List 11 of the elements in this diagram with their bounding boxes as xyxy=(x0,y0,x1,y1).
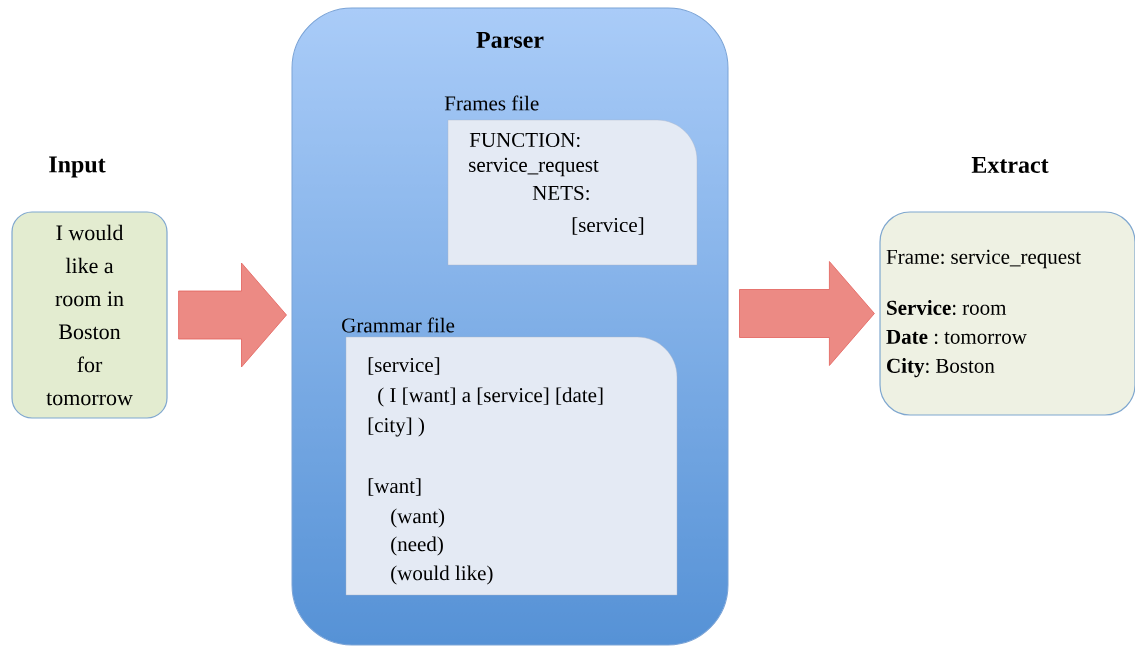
extract-box: Frame: service_request Service: room Date : tomorrow City: Boston xyxy=(879,211,1135,416)
input-box: I would like a room in Boston for tomorrow xyxy=(11,211,168,419)
block-arrow xyxy=(739,261,875,366)
file-label: Grammar file xyxy=(342,317,455,333)
heading: Extract xyxy=(971,157,1049,173)
heading: Parser xyxy=(476,32,544,48)
heading: Input xyxy=(49,156,106,178)
file-box: [service] ( I [want] a [service] [date] [city] ) [want] (want) (need) (would like) xyxy=(345,336,678,596)
block-arrow xyxy=(178,262,287,368)
file-label: Frames file xyxy=(444,95,539,111)
file-box: FUNCTION: service_request NETS: [service] xyxy=(447,119,698,266)
